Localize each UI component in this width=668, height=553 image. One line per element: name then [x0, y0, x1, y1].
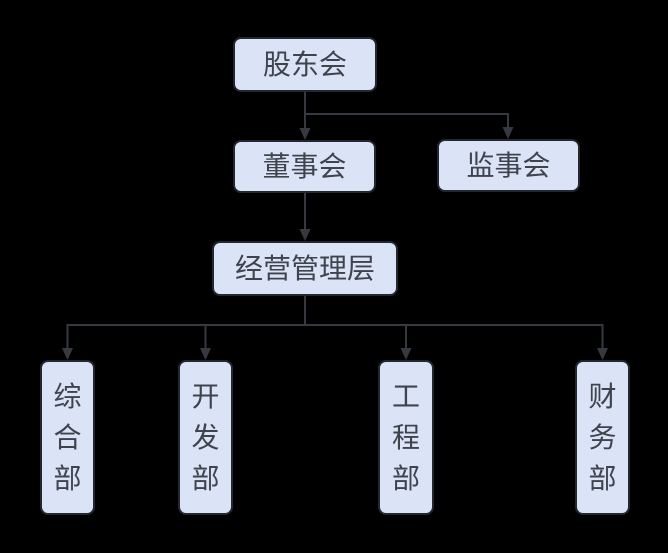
arrowhead-supervisory [502, 127, 514, 139]
node-dept-engineering[interactable]: 工程部 [378, 360, 434, 515]
node-dept-general-label: 综合部 [53, 380, 82, 495]
node-dept-development-label: 开发部 [191, 380, 220, 495]
node-board-label: 董事会 [262, 149, 347, 183]
node-dept-engineering-label: 工程部 [392, 380, 421, 495]
arrowhead-dept-engineering [400, 348, 412, 360]
node-board[interactable]: 董事会 [233, 140, 376, 193]
arrowhead-dept-development [200, 348, 211, 360]
node-management-label: 经营管理层 [234, 251, 375, 285]
arrowhead-management [299, 229, 311, 241]
node-supervisory-label: 监事会 [466, 148, 551, 182]
node-dept-development[interactable]: 开发部 [178, 360, 233, 515]
node-shareholders-label: 股东会 [262, 47, 347, 81]
node-dept-general[interactable]: 综合部 [40, 360, 95, 515]
node-management[interactable]: 经营管理层 [212, 241, 398, 296]
arrowhead-board [299, 128, 311, 140]
arrowhead-dept-finance [597, 348, 608, 360]
arrowhead-dept-general [62, 348, 73, 360]
edge-shareholders-supervisory [305, 113, 509, 127]
node-supervisory[interactable]: 监事会 [437, 139, 580, 192]
node-dept-finance[interactable]: 财务部 [575, 360, 630, 515]
node-dept-finance-label: 财务部 [588, 380, 617, 495]
node-shareholders[interactable]: 股东会 [233, 37, 377, 92]
